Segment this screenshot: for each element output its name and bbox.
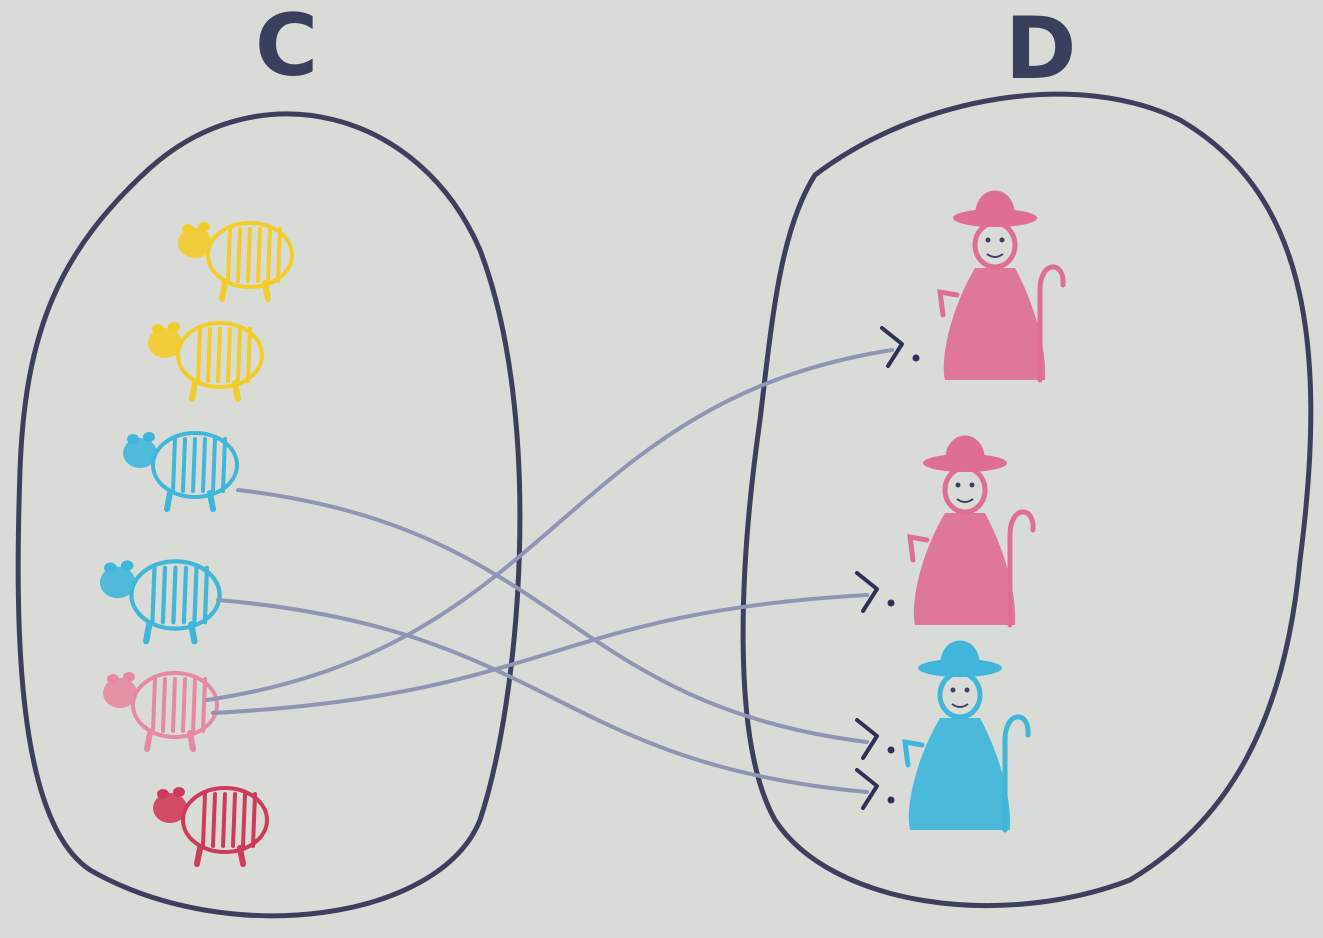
mapping-arrow	[211, 593, 869, 715]
arrow-dot-icon	[887, 599, 895, 607]
arrow-head-icon	[855, 718, 879, 760]
mapping-arrow	[205, 348, 894, 702]
sheep-icon	[99, 559, 222, 645]
sheep-icon	[178, 221, 294, 302]
arrow-head-icon	[855, 768, 879, 810]
set-c-outline	[15, 111, 523, 919]
shepherd-icon	[937, 190, 1066, 383]
sheep-icon	[148, 321, 264, 402]
shepherd-icon	[907, 435, 1036, 628]
arrow-dot-icon	[887, 796, 895, 804]
set-d-outline	[740, 91, 1314, 909]
arrow-head-icon	[880, 326, 904, 368]
sheep-icon	[103, 671, 219, 752]
mapping-arrow	[236, 488, 869, 744]
mapping-arrow	[216, 598, 869, 794]
set-c-label: C	[255, 0, 318, 96]
arrow-dot-icon	[912, 354, 920, 362]
sheep-icon	[123, 431, 239, 512]
arrow-dot-icon	[887, 746, 895, 754]
arrow-head-icon	[855, 571, 879, 613]
shepherd-icon	[902, 640, 1031, 833]
set-d-label: D	[1005, 0, 1076, 99]
sheep-icon	[153, 786, 269, 867]
